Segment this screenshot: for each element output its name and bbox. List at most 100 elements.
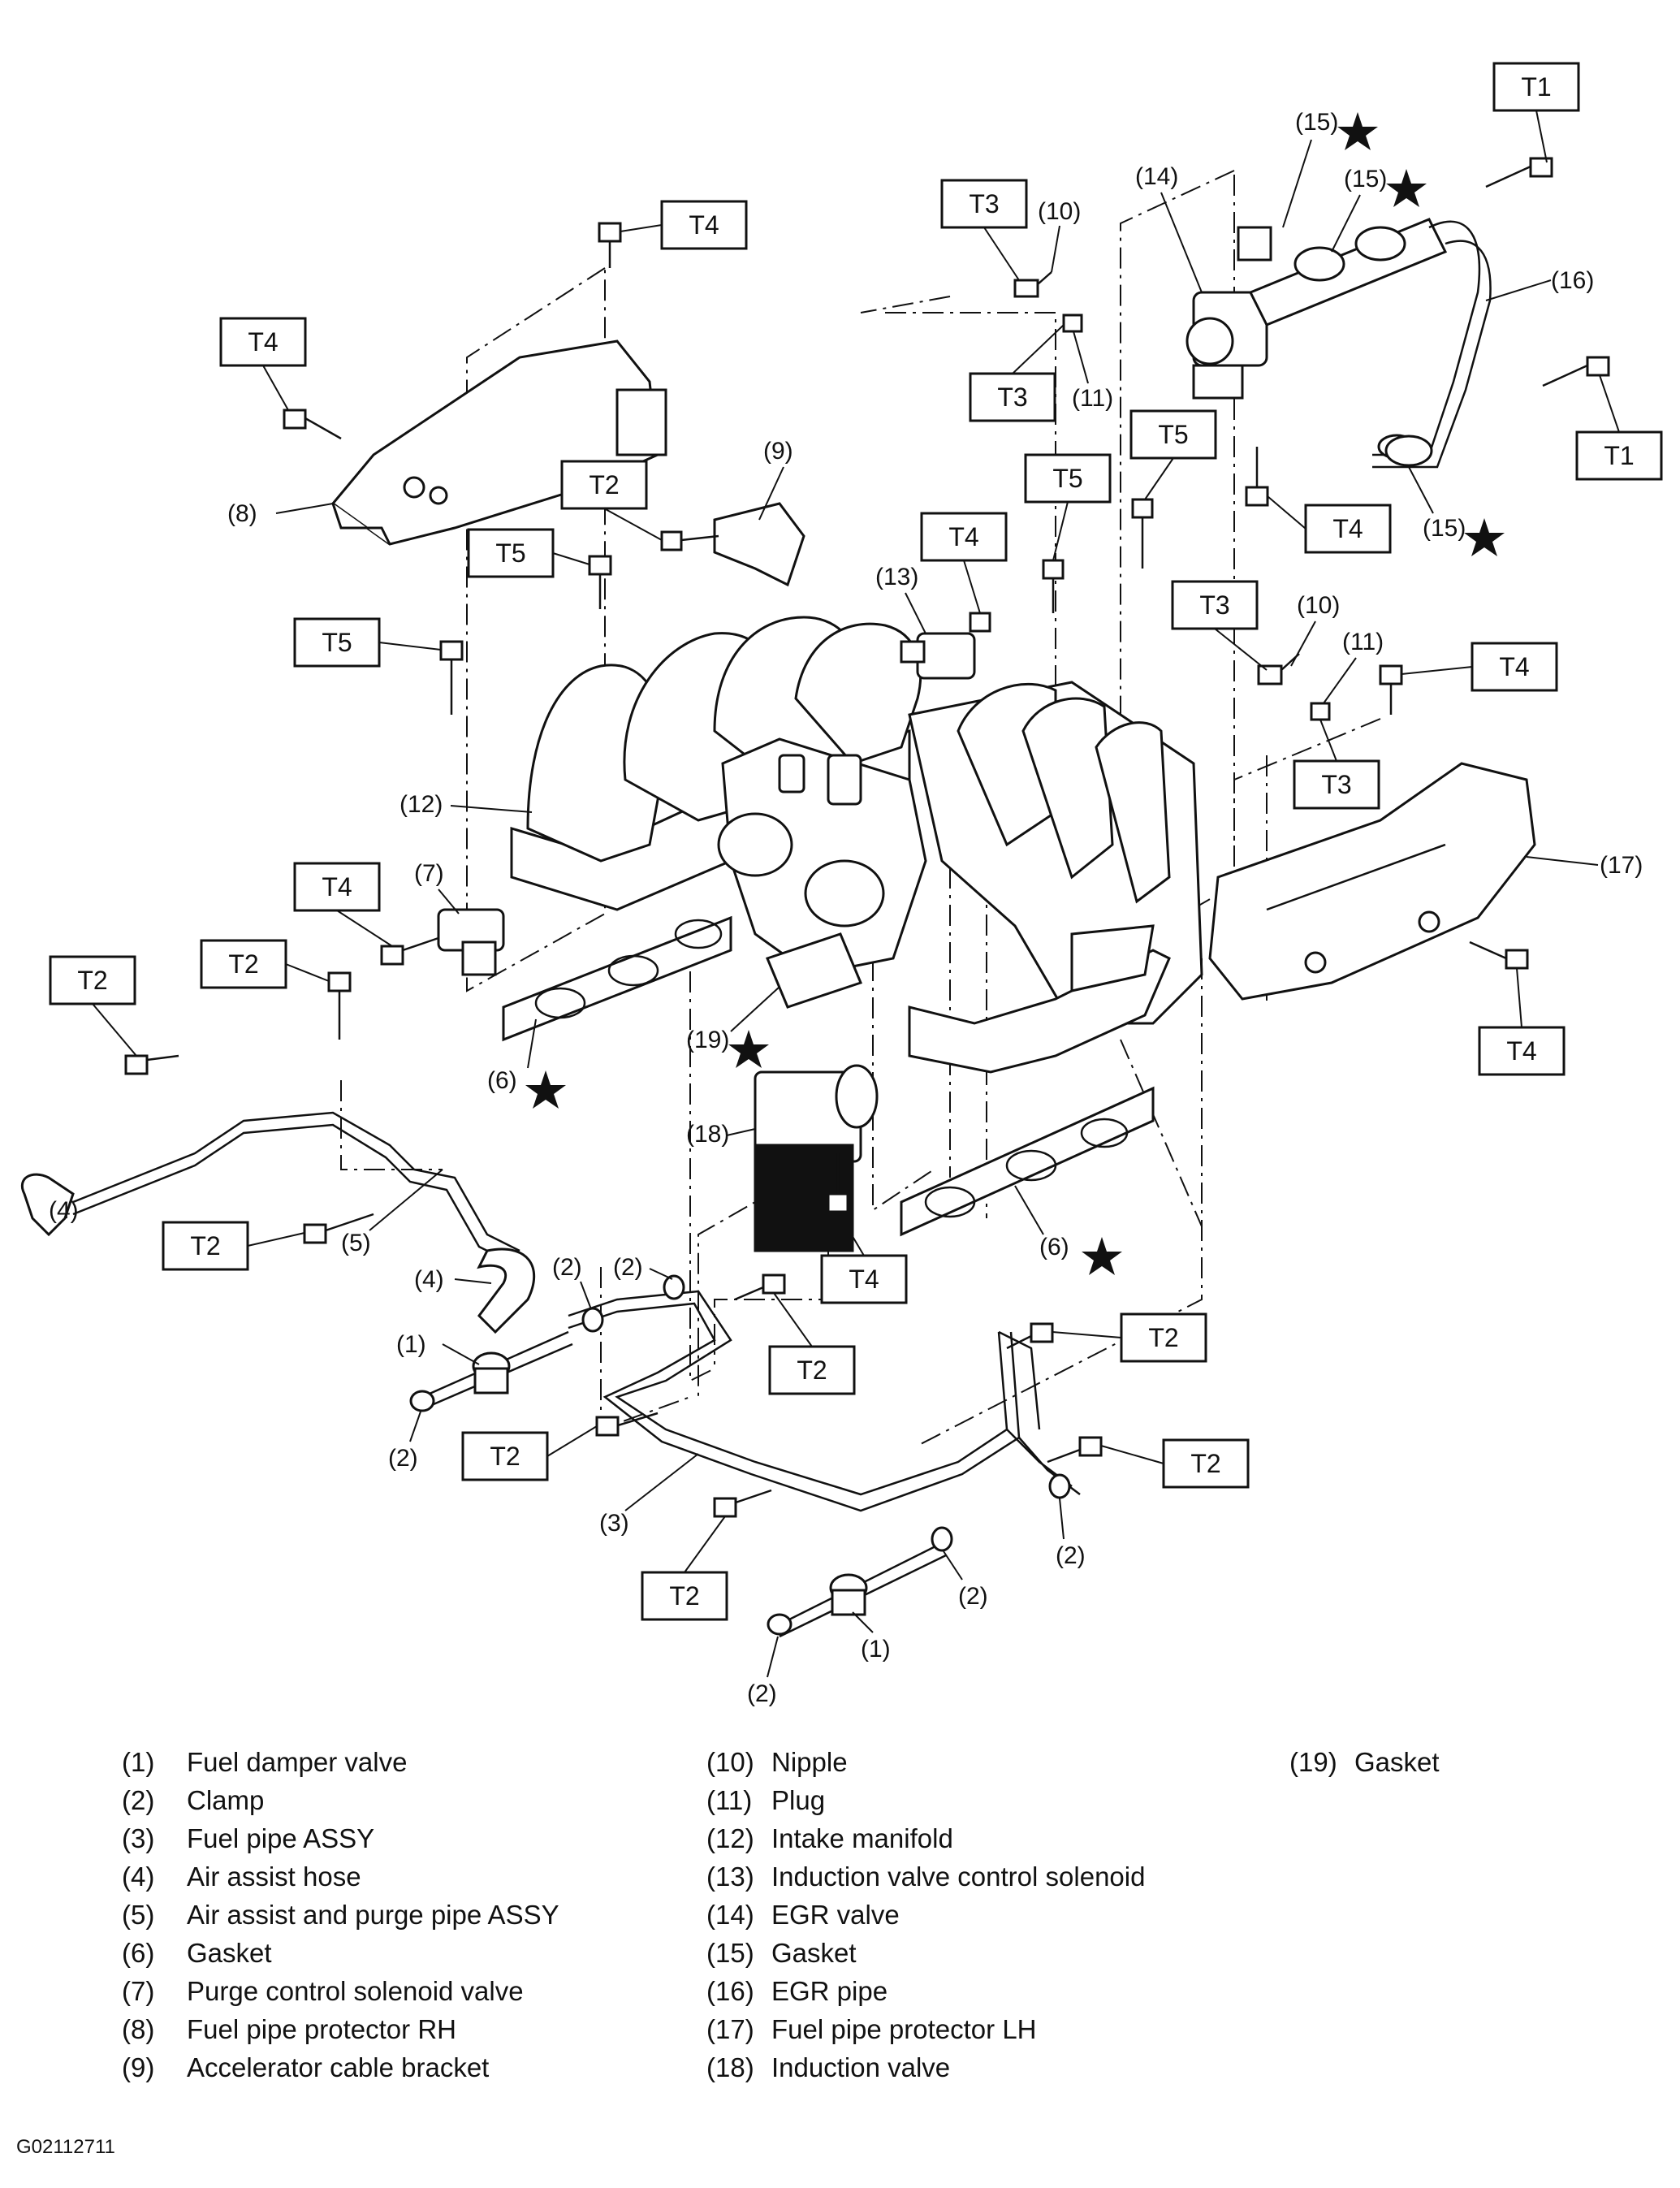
- intake-manifold: [510, 616, 1203, 1252]
- bolt-t4-17-top: [1379, 664, 1403, 715]
- svg-text:(19): (19): [686, 1027, 729, 1053]
- bolt-t4-left: [283, 409, 342, 440]
- svg-text:T4: T4: [322, 872, 352, 902]
- svg-text:T5: T5: [322, 628, 352, 657]
- bolt-t5-c: [1042, 559, 1065, 613]
- svg-text:T4: T4: [948, 522, 978, 551]
- svg-text:(15): (15): [1423, 515, 1466, 542]
- svg-text:(2): (2): [1056, 1542, 1086, 1569]
- torque-box-t2-top: T2: [560, 460, 648, 510]
- torque-box-t4-left: T4: [219, 317, 307, 367]
- svg-text:(6): (6): [487, 1067, 517, 1094]
- torque-leaders: [92, 110, 1620, 1573]
- svg-text:(12): (12): [399, 791, 443, 818]
- torque-box-t4-top: T4: [660, 200, 748, 250]
- legend-item: (6)Gasket: [122, 1938, 272, 1968]
- torque-box-t5-egr: T5: [1129, 409, 1217, 460]
- callout-labels: (10) (11) (15) (15) (15) (14) (16) (9) (…: [49, 109, 1643, 1707]
- bolt-t2-5-left: [124, 1054, 179, 1075]
- bolt-t5-a: [588, 555, 612, 609]
- svg-text:T4: T4: [248, 327, 278, 357]
- svg-text:T3: T3: [1321, 770, 1351, 799]
- torque-box-t4-18: T4: [820, 1254, 908, 1304]
- svg-text:(2): (2): [958, 1583, 988, 1610]
- torque-box-t5-a: T5: [467, 528, 555, 578]
- manifold-gasket-right: [900, 1086, 1155, 1237]
- bolt-t1-bottom: [1542, 356, 1610, 387]
- svg-text:(14): (14): [1135, 163, 1178, 190]
- torque-box-t4-17-bottom: T4: [1478, 1026, 1566, 1076]
- svg-text:(18): (18): [686, 1121, 729, 1148]
- legend-item: (1)Fuel damper valve: [122, 1747, 408, 1777]
- bolt-t2-5-top: [327, 971, 352, 1040]
- bolt-t2-top: [660, 530, 719, 551]
- svg-text:(2): (2): [388, 1445, 418, 1472]
- gasket-19: [765, 932, 863, 1009]
- torque-box-t4-egr: T4: [1304, 504, 1392, 554]
- svg-text:(11): (11): [1342, 629, 1384, 655]
- exploded-parts-diagram: T1 T1 T4 T3 T3 T4 T5 T2 T5 T4 T5 T4 T5 T…: [20, 62, 1663, 1707]
- torque-box-t4-13: T4: [920, 512, 1008, 562]
- legend-item: (14)EGR valve: [706, 1900, 900, 1930]
- svg-text:T3: T3: [969, 189, 999, 218]
- torque-box-t2-far-right: T2: [1162, 1438, 1250, 1489]
- svg-text:(5): (5): [341, 1230, 371, 1256]
- legend-item: (10)Nipple: [706, 1747, 848, 1777]
- legend-item: (13)Induction valve control solenoid: [706, 1862, 1146, 1892]
- svg-text:(16): (16): [1551, 267, 1594, 294]
- bolt-t2-3-a: [734, 1273, 786, 1301]
- torque-box-t5-left: T5: [293, 617, 381, 668]
- purge-control-solenoid: [437, 908, 505, 976]
- torque-box-t5-mid: T5: [1024, 453, 1112, 504]
- svg-text:T5: T5: [1158, 420, 1188, 449]
- bolt-t3-11-right: [1310, 702, 1331, 721]
- bolt-t2-3-c: [713, 1489, 772, 1518]
- svg-text:T3: T3: [997, 383, 1027, 412]
- legend-item: (9)Accelerator cable bracket: [122, 2052, 490, 2082]
- svg-text:(2): (2): [613, 1254, 643, 1281]
- svg-text:(9): (9): [763, 438, 793, 465]
- bolt-t2-3-b: [595, 1412, 659, 1437]
- torque-box-t2-right: T2: [1120, 1312, 1207, 1363]
- bolt-t3-11-top: [1062, 313, 1083, 333]
- svg-text:(15): (15): [1344, 166, 1387, 192]
- svg-text:T2: T2: [1190, 1449, 1220, 1478]
- nut-t5-b: [439, 640, 464, 715]
- legend-item: (2)Clamp: [122, 1785, 265, 1815]
- bolt-t4-17-bottom: [1469, 940, 1529, 970]
- svg-text:T1: T1: [1604, 441, 1634, 470]
- egr-pipe: [1293, 220, 1492, 469]
- fuel-pipe-protector-rh: [330, 339, 667, 546]
- bolt-t2-5-bottom: [303, 1213, 374, 1244]
- bolt-t4-18: [827, 1153, 849, 1213]
- figure-id: G02112711: [16, 2136, 115, 2158]
- svg-text:T2: T2: [490, 1442, 520, 1471]
- svg-text:(6): (6): [1039, 1234, 1069, 1260]
- torque-boxes: T1 T1 T4 T3 T3 T4 T5 T2 T5 T4 T5 T4 T5 T…: [49, 62, 1663, 1621]
- svg-text:(4): (4): [414, 1266, 444, 1293]
- svg-text:T4: T4: [1499, 652, 1529, 681]
- svg-text:T2: T2: [190, 1231, 220, 1260]
- fuel-damper-valve-lower: [779, 1542, 947, 1638]
- svg-text:T5: T5: [495, 538, 525, 568]
- bolt-t3-10-top: [1013, 271, 1052, 298]
- legend-item: (3)Fuel pipe ASSY: [122, 1823, 375, 1853]
- torque-box-t2-mid: T2: [768, 1345, 856, 1395]
- nut-t5-d: [1131, 498, 1154, 569]
- svg-text:T2: T2: [589, 470, 619, 499]
- svg-text:(1): (1): [861, 1636, 891, 1663]
- legend-item: (8)Fuel pipe protector RH: [122, 2014, 456, 2044]
- svg-text:T4: T4: [849, 1265, 879, 1294]
- svg-text:T4: T4: [1332, 514, 1363, 543]
- torque-box-t3-right: T3: [1171, 580, 1259, 630]
- legend-item: (4)Air assist hose: [122, 1862, 361, 1892]
- torque-box-t1-bottom: T1: [1575, 430, 1663, 481]
- svg-text:T2: T2: [669, 1581, 699, 1611]
- parts-legend: (1)Fuel damper valve (2)Clamp (3)Fuel pi…: [0, 1746, 1680, 2136]
- torque-box-t2-far-left: T2: [49, 955, 136, 1005]
- legend-item: (11)Plug: [706, 1785, 826, 1815]
- bolt-t4-top: [598, 222, 622, 268]
- legend-item: (16)EGR pipe: [706, 1976, 888, 2006]
- accelerator-cable-bracket: [713, 502, 805, 587]
- legend-item: (12)Intake manifold: [706, 1823, 953, 1853]
